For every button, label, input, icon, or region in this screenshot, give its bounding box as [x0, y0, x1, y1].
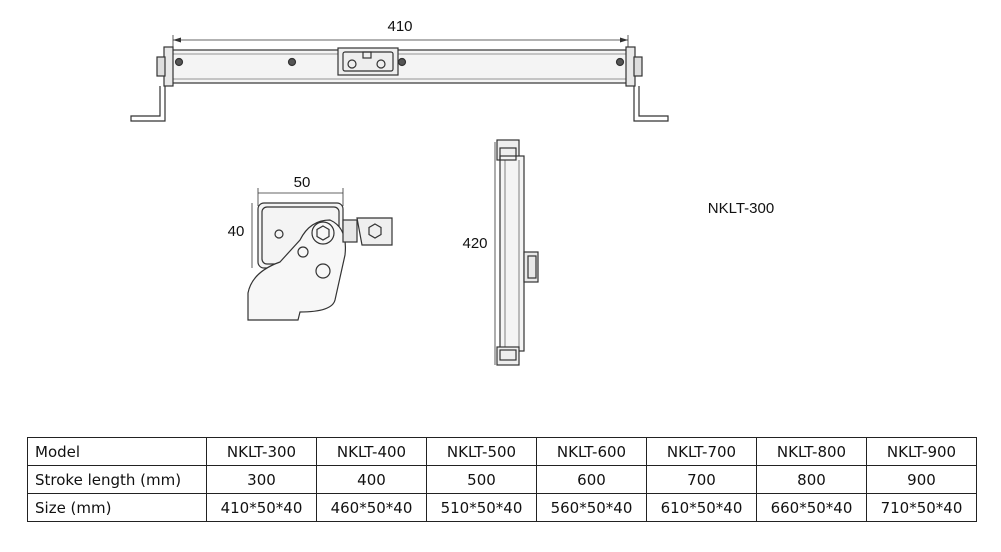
model-cell: NKLT-900 [866, 437, 977, 466]
size-cell: 710*50*40 [866, 493, 977, 522]
table-row-stroke: Stroke length (mm) 300 400 500 600 700 8… [27, 465, 977, 494]
dimension-side-length-label: 420 [462, 235, 487, 252]
model-label: NKLT-300 [708, 200, 774, 217]
end-view [247, 188, 393, 321]
stroke-cell: 900 [866, 465, 977, 494]
size-cell: 510*50*40 [426, 493, 537, 522]
model-cell: NKLT-700 [646, 437, 757, 466]
size-cell: 460*50*40 [316, 493, 427, 522]
model-cell: NKLT-400 [316, 437, 427, 466]
model-cell: NKLT-800 [756, 437, 867, 466]
stroke-cell: 300 [206, 465, 317, 494]
stroke-cell: 800 [756, 465, 867, 494]
row-header-stroke: Stroke length (mm) [27, 465, 207, 494]
row-header-model: Model [27, 437, 207, 466]
spec-table: Model NKLT-300 NKLT-400 NKLT-500 NKLT-60… [27, 437, 977, 522]
stroke-cell: 400 [316, 465, 427, 494]
model-cell: NKLT-300 [206, 437, 317, 466]
dimension-width-label: 50 [294, 174, 311, 191]
size-cell: 610*50*40 [646, 493, 757, 522]
size-cell: 560*50*40 [536, 493, 647, 522]
model-cell: NKLT-500 [426, 437, 537, 466]
dimension-length-label: 410 [387, 18, 412, 35]
side-view [494, 139, 539, 366]
stroke-cell: 700 [646, 465, 757, 494]
dimension-height-label: 40 [228, 223, 245, 240]
row-header-size: Size (mm) [27, 493, 207, 522]
stroke-cell: 500 [426, 465, 537, 494]
top-view [130, 35, 669, 122]
technical-drawing: 410 50 40 420 NKLT-300 [130, 18, 774, 366]
stroke-cell: 600 [536, 465, 647, 494]
size-cell: 660*50*40 [756, 493, 867, 522]
size-cell: 410*50*40 [206, 493, 317, 522]
table-row-model: Model NKLT-300 NKLT-400 NKLT-500 NKLT-60… [27, 437, 977, 466]
model-cell: NKLT-600 [536, 437, 647, 466]
table-row-size: Size (mm) 410*50*40 460*50*40 510*50*40 … [27, 493, 977, 522]
